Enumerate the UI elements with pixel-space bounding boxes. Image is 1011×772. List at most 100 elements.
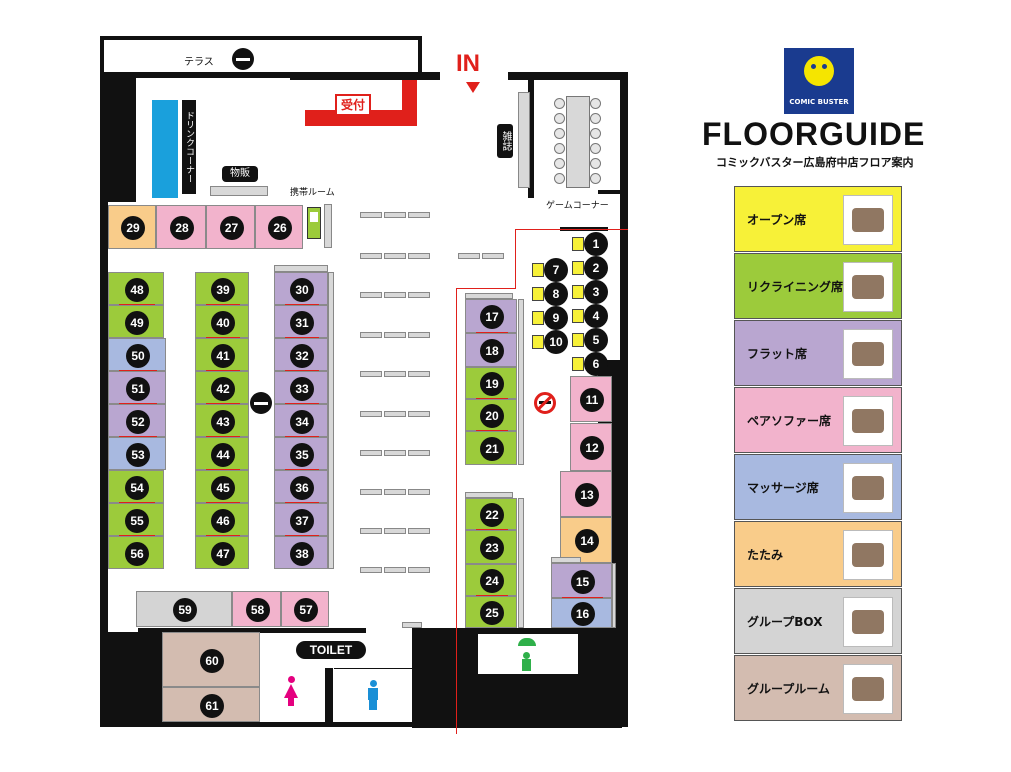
seat-61[interactable]: 61 — [162, 687, 260, 722]
seat-40[interactable]: 40 — [195, 305, 249, 339]
seat-6[interactable]: 6 — [584, 352, 608, 376]
seat-58[interactable]: 58 — [232, 591, 281, 627]
seat-55[interactable]: 55 — [108, 503, 164, 537]
seat-number: 41 — [211, 343, 235, 368]
seat-47[interactable]: 47 — [195, 536, 249, 569]
seat-54[interactable]: 54 — [108, 470, 164, 504]
top-wall-right — [508, 72, 628, 80]
seat-18[interactable]: 18 — [465, 333, 517, 367]
seat-9[interactable]: 9 — [544, 306, 568, 330]
seat-27[interactable]: 27 — [206, 205, 255, 249]
open-table — [408, 567, 430, 573]
logo-text: COMIC BUSTER — [789, 98, 849, 106]
seat-36[interactable]: 36 — [274, 470, 328, 504]
seat-23[interactable]: 23 — [465, 530, 517, 564]
game-chair — [554, 128, 565, 139]
legend-item-flat: フラット席 — [734, 320, 902, 386]
seat-7[interactable]: 7 — [544, 258, 568, 282]
seat-17[interactable]: 17 — [465, 299, 517, 334]
seat-52[interactable]: 52 — [108, 404, 166, 438]
open-table — [360, 567, 382, 573]
legend-label: フラット席 — [747, 347, 808, 361]
seat-number: 61 — [200, 693, 224, 718]
seat-number: 12 — [580, 436, 604, 460]
seat-29[interactable]: 29 — [108, 205, 156, 249]
seat-5[interactable]: 5 — [584, 328, 608, 352]
seat-1[interactable]: 1 — [584, 232, 608, 256]
seat-32[interactable]: 32 — [274, 338, 328, 372]
seat-59[interactable]: 59 — [136, 591, 232, 627]
open-seat-chair — [572, 333, 584, 347]
seat-24[interactable]: 24 — [465, 564, 517, 597]
seat-number: 17 — [480, 305, 504, 329]
seat-56[interactable]: 56 — [108, 536, 164, 569]
toilet-top-wall — [138, 628, 366, 633]
seat-50[interactable]: 50 — [108, 338, 166, 372]
seat-43[interactable]: 43 — [195, 404, 249, 438]
open-table — [360, 411, 382, 417]
magazine-rack — [518, 92, 530, 188]
seat-20[interactable]: 20 — [465, 399, 517, 432]
seat-57[interactable]: 57 — [281, 591, 329, 627]
open-table — [360, 292, 382, 298]
seat-42[interactable]: 42 — [195, 371, 249, 405]
seat-number: 52 — [126, 409, 150, 434]
legend-item-tatami: たたみ — [734, 521, 902, 587]
game-chair — [554, 158, 565, 169]
seat-25[interactable]: 25 — [465, 596, 517, 628]
seat-13[interactable]: 13 — [560, 471, 612, 517]
toilet-label: TOILET — [296, 641, 366, 659]
seat-16[interactable]: 16 — [551, 598, 612, 628]
seat-19[interactable]: 19 — [465, 367, 517, 400]
seat-2[interactable]: 2 — [584, 256, 608, 280]
seat-14[interactable]: 14 — [560, 517, 612, 563]
seat-12[interactable]: 12 — [570, 423, 612, 471]
open-table — [408, 253, 430, 259]
seat-8[interactable]: 8 — [544, 282, 568, 306]
seat-46[interactable]: 46 — [195, 503, 249, 537]
seat-48[interactable]: 48 — [108, 272, 164, 306]
seat-15[interactable]: 15 — [551, 563, 612, 599]
seat-60[interactable]: 60 — [162, 632, 260, 687]
open-table — [384, 450, 406, 456]
seat-34[interactable]: 34 — [274, 404, 328, 438]
top-wall-left — [100, 72, 290, 78]
seat-41[interactable]: 41 — [195, 338, 249, 372]
seat-3[interactable]: 3 — [584, 280, 608, 304]
seat-31[interactable]: 31 — [274, 305, 328, 339]
seat-number: 40 — [211, 310, 235, 335]
seat-37[interactable]: 37 — [274, 503, 328, 537]
seat-53[interactable]: 53 — [108, 437, 166, 470]
seat-number: 46 — [211, 508, 235, 533]
seat-number: 49 — [125, 310, 149, 335]
seat-number: 36 — [290, 475, 314, 500]
open-table — [360, 371, 382, 377]
seat-45[interactable]: 45 — [195, 470, 249, 504]
seat-35[interactable]: 35 — [274, 437, 328, 471]
seat-38[interactable]: 38 — [274, 536, 328, 569]
game-chair — [554, 173, 565, 184]
open-table — [360, 489, 382, 495]
seat-30[interactable]: 30 — [274, 272, 328, 306]
seat-number: 16 — [570, 602, 595, 626]
seat-10[interactable]: 10 — [544, 330, 568, 354]
seat-21[interactable]: 21 — [465, 431, 517, 465]
open-seat-chair — [532, 311, 544, 325]
open-seat-chair — [532, 335, 544, 349]
seat-33[interactable]: 33 — [274, 371, 328, 405]
seat-22[interactable]: 22 — [465, 498, 517, 531]
legend-seat-image — [843, 396, 893, 446]
drink-corner-label: ドリンクコーナー — [182, 100, 196, 194]
seat-26[interactable]: 26 — [255, 205, 303, 249]
seat-number: 14 — [575, 529, 599, 553]
seat-desk — [328, 272, 334, 569]
seat-39[interactable]: 39 — [195, 272, 249, 306]
seat-49[interactable]: 49 — [108, 305, 164, 338]
seat-4[interactable]: 4 — [584, 304, 608, 328]
seat-11[interactable]: 11 — [570, 376, 612, 422]
open-table — [408, 332, 430, 338]
seat-51[interactable]: 51 — [108, 371, 166, 405]
seat-28[interactable]: 28 — [156, 205, 206, 249]
seat-44[interactable]: 44 — [195, 437, 249, 471]
reception-counter — [305, 110, 417, 126]
